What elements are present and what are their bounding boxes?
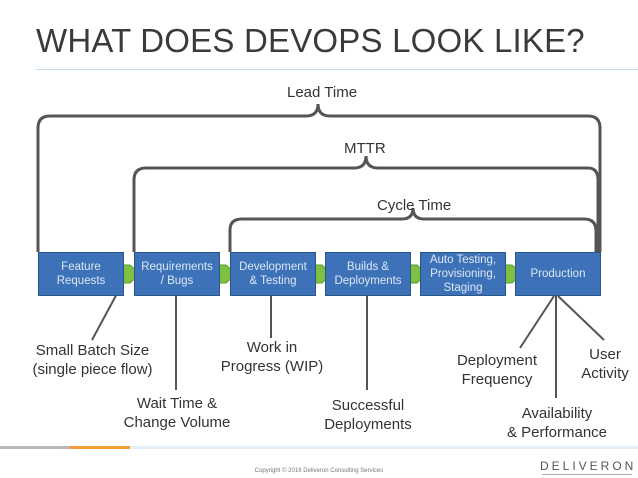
mttr-brace (132, 155, 600, 252)
stage-requirements-bugs: Requirements / Bugs (134, 252, 220, 296)
accent-bar-orange (70, 446, 130, 449)
successful-label: Successful Deployments (324, 397, 412, 433)
mttr-label: MTTR (344, 140, 386, 157)
copyright-text: Copyright © 2016 Deliveron Consulting Se… (254, 468, 384, 474)
stage-builds-deployments: Builds & Deployments (325, 252, 411, 296)
wait-time-label: Wait Time & Change Volume (123, 395, 231, 431)
deliveron-logo: DELIVERON (540, 459, 637, 473)
lead-time-label: Lead Time (287, 84, 358, 101)
cycle-time-label: Cycle Time (377, 197, 452, 214)
deploy-freq-connector (519, 295, 555, 349)
stage-development-testing: Development & Testing (230, 252, 316, 296)
stage-production: Production (515, 252, 601, 296)
cycle-time-brace (228, 207, 598, 252)
accent-bar-light (130, 446, 638, 449)
small-batch-label: Small Batch Size (single piece flow) (32, 342, 153, 378)
deploy-freq-label: Deployment Frequency (456, 352, 538, 388)
accent-bar-gray (0, 446, 70, 449)
title-divider (36, 69, 638, 70)
stage-auto-testing: Auto Testing, Provisioning, Staging (420, 252, 506, 296)
wip-label: Work in Progress (WIP) (220, 339, 324, 375)
page-title: WHAT DOES DEVOPS LOOK LIKE? (36, 22, 585, 59)
lead-time-brace (36, 103, 602, 252)
availability-label: Availability & Performance (506, 405, 608, 441)
user-activity-connector (557, 295, 605, 341)
logo-underline (542, 474, 632, 475)
stage-feature-requests: Feature Requests (38, 252, 124, 296)
user-activity-label: User Activity (581, 346, 629, 382)
